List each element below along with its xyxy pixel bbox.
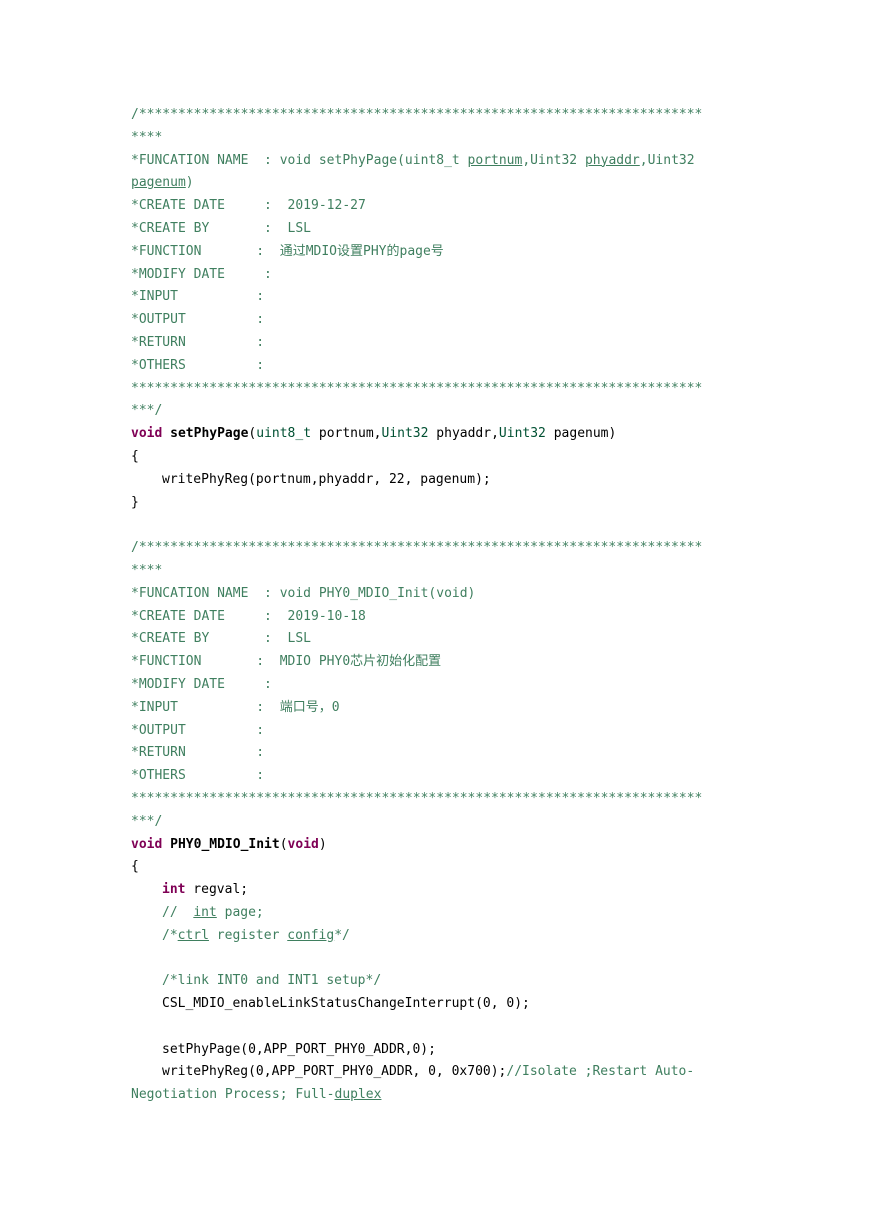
comment-function-name: *FUNCATION NAME : void setPhyPage(uint8_… xyxy=(131,152,695,168)
code-statement: writePhyReg(portnum,phyaddr, 22, pagenum… xyxy=(162,471,491,487)
comment-function-name-cont: pagenum) xyxy=(131,175,194,191)
comment-output: *OUTPUT : xyxy=(131,312,265,328)
code-comment: /*link INT0 and INT1 setup*/ xyxy=(162,973,382,989)
param-pagenum: pagenum xyxy=(131,175,186,191)
code-statement: CSL_MDIO_enableLinkStatusChangeInterrupt… xyxy=(162,996,530,1012)
brace-open: { xyxy=(131,448,139,464)
comment-function: *FUNCTION : MDIO PHY0芯片初始化配置 xyxy=(131,654,442,670)
comment-return: *RETURN : xyxy=(131,745,265,761)
blank-line xyxy=(131,947,751,970)
function-name: setPhyPage xyxy=(170,426,249,442)
blank-line xyxy=(131,514,751,537)
comment-modify-date: *MODIFY DATE : xyxy=(131,676,272,692)
code-listing: /***************************************… xyxy=(131,104,751,1107)
comment-border-top-cont: **** xyxy=(131,129,163,145)
blank-line xyxy=(131,1016,751,1039)
function-declaration: void PHY0_MDIO_Init(void) xyxy=(131,836,327,852)
comment-input: *INPUT : xyxy=(131,289,265,305)
code-statement: int regval; xyxy=(162,882,249,898)
code-comment-cont: Negotiation Process; Full-duplex xyxy=(131,1087,382,1103)
comment-function-name: *FUNCATION NAME : void PHY0_MDIO_Init(vo… xyxy=(131,585,476,601)
comment-input: *INPUT : 端口号，0 xyxy=(131,699,340,715)
comment-return: *RETURN : xyxy=(131,334,265,350)
comment-border-top: /***************************************… xyxy=(131,540,703,556)
comment-output: *OUTPUT : xyxy=(131,722,265,738)
comment-modify-date: *MODIFY DATE : xyxy=(131,266,272,282)
brace-close: } xyxy=(131,494,139,510)
comment-create-date: *CREATE DATE : 2019-12-27 xyxy=(131,198,366,214)
comment-others: *OTHERS : xyxy=(131,768,265,784)
param-portnum: portnum xyxy=(467,152,523,168)
code-comment: /*ctrl register config*/ xyxy=(162,927,350,943)
comment-border-bottom: ****************************************… xyxy=(131,790,703,806)
comment-create-date: *CREATE DATE : 2019-10-18 xyxy=(131,608,366,624)
comment-border-bottom: ****************************************… xyxy=(131,380,703,396)
function-declaration: void setPhyPage(uint8_t portnum,Uint32 p… xyxy=(131,426,617,442)
function-name: PHY0_MDIO_Init xyxy=(170,836,280,852)
comment-others: *OTHERS : xyxy=(131,357,265,373)
code-statement: writePhyReg(0,APP_PORT_PHY0_ADDR, 0, 0x7… xyxy=(162,1064,695,1080)
comment-border-top-cont: **** xyxy=(131,562,163,578)
comment-border-bottom-cont: ***/ xyxy=(131,813,163,829)
brace-open: { xyxy=(131,859,139,875)
comment-border-bottom-cont: ***/ xyxy=(131,403,163,419)
code-comment: // int page; xyxy=(162,904,264,920)
comment-function: *FUNCTION : 通过MDIO设置PHY的page号 xyxy=(131,243,444,259)
comment-create-by: *CREATE BY : LSL xyxy=(131,631,312,647)
comment-border-top: /***************************************… xyxy=(131,107,703,122)
comment-create-by: *CREATE BY : LSL xyxy=(131,220,312,236)
param-phyaddr: phyaddr xyxy=(584,152,640,168)
code-statement: setPhyPage(0,APP_PORT_PHY0_ADDR,0); xyxy=(162,1041,436,1057)
